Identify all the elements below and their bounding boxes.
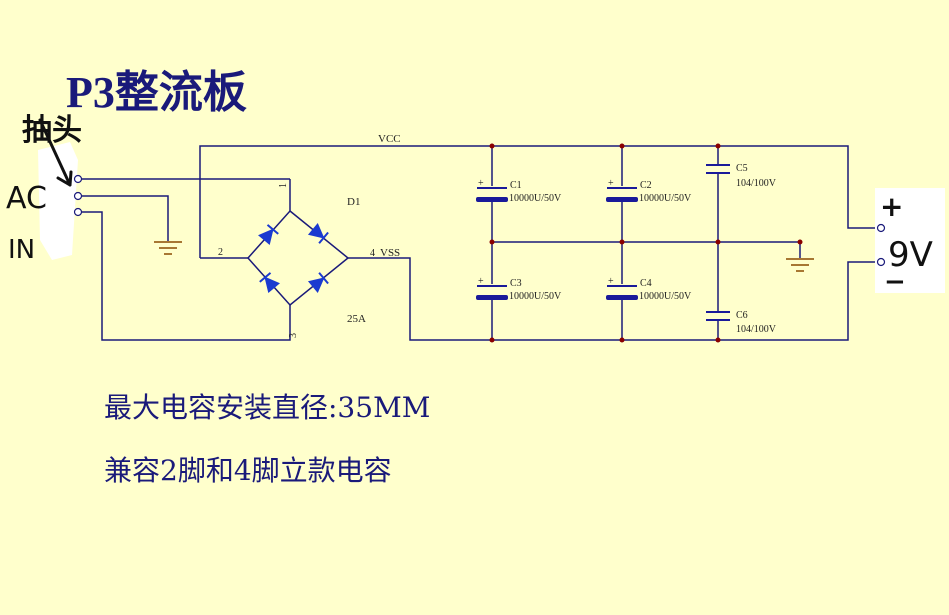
input-terminal (73, 207, 83, 217)
center-tap-wire (80, 195, 169, 241)
junction (797, 239, 803, 245)
junction (489, 337, 495, 343)
voltage-handwritten-label: 9V (888, 235, 933, 275)
ac-handwritten-label: AC (6, 181, 47, 216)
diode-symbol (307, 223, 329, 244)
bridge-ref-label: D1 (347, 196, 360, 208)
ground-symbol-output (786, 258, 814, 272)
diode-symbol (259, 272, 280, 294)
vcc-rail (199, 145, 880, 258)
junction (619, 337, 625, 343)
output-connector (875, 188, 945, 293)
input-connector (38, 118, 83, 260)
output-terminal (876, 223, 886, 233)
bridge-pin4-label: 4 (370, 248, 375, 259)
c2-ref-label: C2 (640, 180, 652, 191)
output-terminal (876, 257, 886, 267)
vss-wire (348, 257, 880, 341)
capacitor-c6: C6 104/100V (706, 310, 777, 335)
capacitor-c4: + C4 10000U/50V (606, 276, 692, 302)
junction (715, 143, 721, 149)
c4-ref-label: C4 (640, 278, 652, 289)
capacitor-c5: C5 104/100V (706, 163, 777, 189)
c5-ref-label: C5 (736, 163, 748, 174)
wires (80, 145, 880, 341)
note-max-diameter: 最大电容安装直径:35MM (104, 391, 431, 424)
ground-symbol-input (154, 241, 182, 255)
bridge-pin2-label: 2 (218, 247, 223, 258)
bridge-rectifier: 1 2 3 4 D1 25A (218, 183, 375, 338)
c1-value-label: 10000U/50V (509, 193, 562, 204)
polarity-mark: + (608, 178, 614, 189)
bridge-rating-label: 25A (347, 313, 366, 325)
capacitor-c1: + C1 10000U/50V (476, 178, 562, 204)
junction (619, 143, 625, 149)
diode-symbol (258, 224, 279, 246)
c3-ref-label: C3 (510, 278, 522, 289)
bridge-pin1-label: 1 (278, 183, 289, 188)
polarity-mark: + (478, 276, 484, 287)
c5-value-label: 104/100V (736, 178, 777, 189)
c1-ref-label: C1 (510, 180, 522, 191)
junction (619, 239, 625, 245)
c3-value-label: 10000U/50V (509, 291, 562, 302)
minus-handwritten-label: − (884, 267, 906, 297)
plus-handwritten-label: + (880, 190, 903, 223)
ac-input-bottom-wire (80, 211, 291, 341)
vcc-net-label: VCC (378, 133, 401, 145)
vss-net-label: VSS (380, 247, 400, 259)
diode-symbol (307, 272, 329, 293)
bridge-pin3-label: 3 (288, 333, 299, 338)
junction (715, 239, 721, 245)
junction (489, 143, 495, 149)
in-handwritten-label: IN (8, 235, 35, 265)
polarity-mark: + (478, 178, 484, 189)
arrow-icon (38, 118, 73, 187)
c4-value-label: 10000U/50V (639, 291, 692, 302)
c6-ref-label: C6 (736, 310, 748, 321)
page-title: P3整流板 (66, 68, 247, 117)
input-terminal (73, 191, 83, 201)
junction (489, 239, 495, 245)
c6-value-label: 104/100V (736, 324, 777, 335)
capacitor-c3: + C3 10000U/50V (476, 276, 562, 302)
tap-handwritten-label: 抽头 (22, 113, 82, 148)
junctions (489, 143, 803, 343)
input-terminal (73, 174, 83, 184)
capacitor-c2: + C2 10000U/50V (606, 178, 692, 204)
polarity-mark: + (608, 276, 614, 287)
c2-value-label: 10000U/50V (639, 193, 692, 204)
junction (715, 337, 721, 343)
note-compatibility: 兼容2脚和4脚立款电容 (104, 454, 392, 487)
